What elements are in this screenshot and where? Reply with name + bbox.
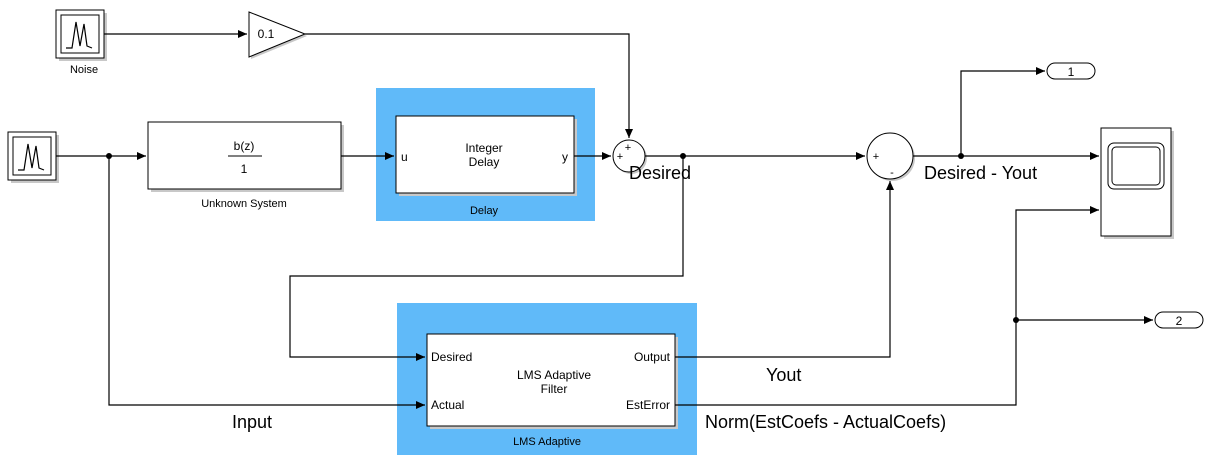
sum2-sign-left: + <box>873 151 879 163</box>
wire-norm-scope[interactable] <box>675 206 1099 406</box>
signal-input-label: Input <box>232 412 272 432</box>
sum1-sign-top: + <box>625 142 631 154</box>
unknown-system-block[interactable] <box>147 121 344 192</box>
sum-block-1[interactable] <box>612 139 647 174</box>
input-source-block[interactable] <box>7 131 59 183</box>
scope-screen-icon <box>1107 142 1165 190</box>
lms-label: LMS Adaptive <box>513 436 581 448</box>
lms-port-desired: Desired <box>431 350 472 364</box>
signal-wave-icon <box>18 143 45 171</box>
integer-delay-block[interactable] <box>395 115 577 196</box>
lms-adaptive-filter-block[interactable] <box>426 333 678 429</box>
sum1-sign-left: + <box>617 151 623 163</box>
signal-error-label: Desired - Yout <box>924 163 1037 183</box>
wire-yout[interactable] <box>675 181 894 358</box>
signal-norm-label: Norm(EstCoefs - ActualCoefs) <box>705 412 946 432</box>
wire-input-lms-actual[interactable] <box>108 156 425 409</box>
delay-label: Delay <box>470 205 499 217</box>
wire-gain-sum1[interactable] <box>305 33 633 138</box>
sum2-sign-bottom: - <box>890 167 894 179</box>
sum-block-2[interactable] <box>866 132 915 181</box>
lms-title-2: Filter <box>541 382 568 396</box>
wire-desired-lms[interactable] <box>289 156 684 361</box>
delay-port-y: y <box>562 150 568 164</box>
lms-title-1: LMS Adaptive <box>517 368 591 382</box>
transfer-denominator: 1 <box>241 162 248 176</box>
outport-2-number: 2 <box>1176 314 1183 328</box>
lms-port-actual: Actual <box>431 398 464 412</box>
outport-1-number: 1 <box>1068 65 1075 79</box>
lms-port-esterror: EstError <box>626 398 670 412</box>
wire-error-out1[interactable] <box>960 67 1045 156</box>
gain-block[interactable] <box>248 11 307 59</box>
noise-label: Noise <box>70 64 98 76</box>
delay-title-2: Delay <box>469 155 500 169</box>
delay-title-1: Integer <box>465 141 502 155</box>
transfer-numerator: b(z) <box>234 139 255 153</box>
noise-source-block[interactable] <box>55 9 107 61</box>
lms-port-output: Output <box>634 350 671 364</box>
signal-yout-label: Yout <box>766 365 801 385</box>
scope-block[interactable] <box>1100 127 1174 239</box>
delay-port-u: u <box>401 150 408 164</box>
signal-wave-icon <box>66 21 93 49</box>
outport-1[interactable] <box>1046 62 1096 80</box>
unknown-system-label: Unknown System <box>201 198 287 210</box>
gain-value: 0.1 <box>258 27 275 41</box>
signal-desired-label: Desired <box>629 163 691 183</box>
outport-2[interactable] <box>1154 311 1204 329</box>
